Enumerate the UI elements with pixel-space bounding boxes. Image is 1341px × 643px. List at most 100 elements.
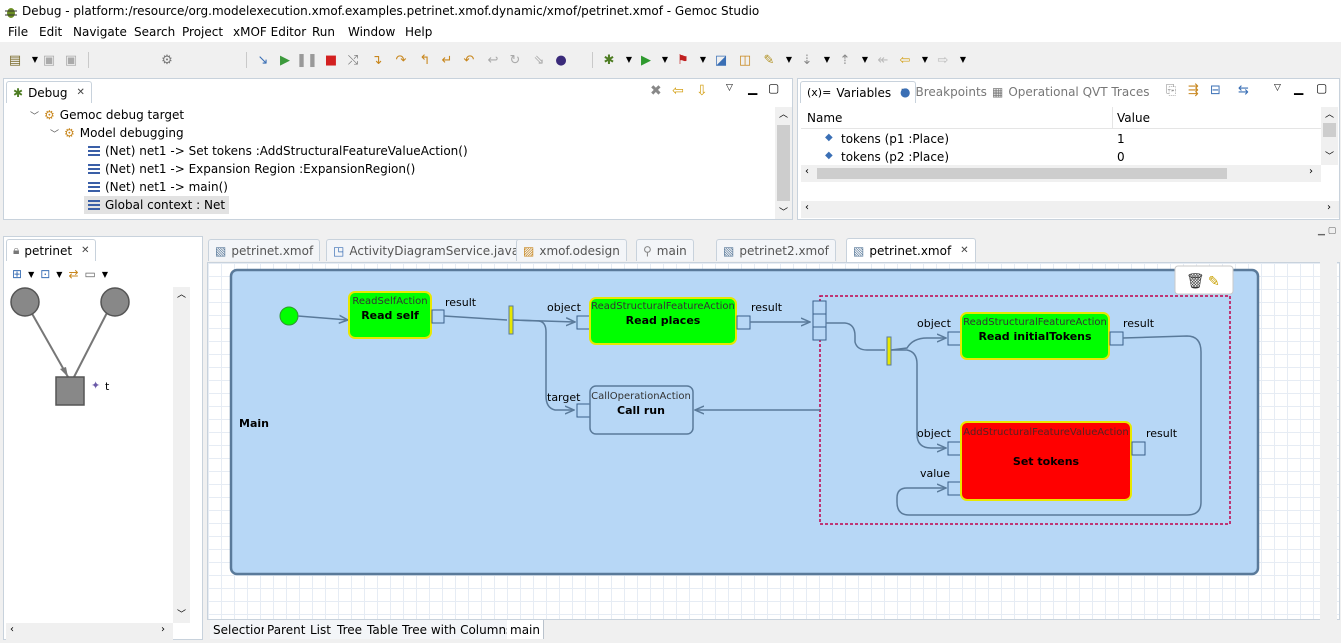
new-dropdown-icon[interactable]: ▼	[31, 55, 39, 64]
scroll-thumb[interactable]	[817, 168, 1227, 179]
search-icon[interactable]: ✎	[763, 52, 775, 68]
bottom-tab-parent[interactable]: Parent	[264, 620, 310, 639]
menu-edit[interactable]: Edit	[39, 25, 63, 39]
next-annotation-dropdown-icon[interactable]: ▼	[823, 55, 831, 64]
close-icon[interactable]: ✕	[900, 87, 909, 98]
show-type-names-icon[interactable]: ⎘	[1166, 83, 1177, 98]
menu-run[interactable]: Run	[312, 25, 336, 39]
step-return-icon[interactable]: ↰	[419, 52, 431, 68]
prev-annotation-icon[interactable]: ⇡	[839, 52, 851, 68]
place-p1[interactable]	[10, 287, 40, 317]
scroll-left-icon[interactable]: ‹	[805, 166, 809, 177]
external-tools-icon[interactable]: ⚑	[677, 52, 689, 68]
tab-debug[interactable]: ✱ Debug ✕	[6, 81, 92, 103]
scroll-left-icon[interactable]: ‹	[805, 202, 809, 213]
scroll-right-icon[interactable]: ›	[1327, 202, 1331, 213]
step-forward-icon[interactable]: ⇩	[696, 83, 708, 99]
open-type-icon[interactable]: ◫	[738, 52, 752, 68]
pin-result[interactable]	[736, 315, 751, 330]
chevron-down-icon[interactable]: ﹀	[50, 129, 60, 140]
close-icon[interactable]: ✕	[81, 245, 90, 256]
stack-frame-global-context[interactable]: Global context : Net	[84, 196, 230, 214]
select-icon[interactable]: ⊡	[40, 267, 51, 281]
step-back-over-icon[interactable]: ↶	[463, 52, 475, 68]
tab-petrinet-xmof-1[interactable]: ▧petrinet.xmof	[208, 239, 321, 261]
place-p2[interactable]	[100, 287, 130, 317]
chevron-down-icon[interactable]: ▼	[101, 269, 108, 279]
pin-object[interactable]	[576, 315, 591, 330]
forward-icon[interactable]: ⇨	[937, 52, 949, 68]
transition-t[interactable]	[55, 376, 85, 406]
minimize-icon[interactable]: ▁	[1294, 81, 1304, 95]
stack-frame-expansion-region[interactable]: (Net) net1 -> Expansion Region :Expansio…	[88, 160, 415, 178]
scroll-up-icon[interactable]: ︿	[177, 290, 187, 300]
petrinet-vscrollbar[interactable]: ︿ ﹀	[173, 287, 190, 623]
view-minimize-handle[interactable]: ▁ ▢	[1318, 226, 1337, 236]
menu-navigate[interactable]: Navigate	[73, 25, 127, 39]
variables-action-icon[interactable]: ⇆	[1238, 83, 1249, 98]
close-icon[interactable]: ✕	[960, 245, 969, 256]
prev-annotation-dropdown-icon[interactable]: ▼	[861, 55, 869, 64]
new-icon[interactable]: ▤	[8, 52, 22, 68]
debug-run-icon[interactable]: ✱	[603, 52, 615, 68]
remove-terminated-icon[interactable]: ✖	[650, 83, 662, 99]
use-step-filters-icon[interactable]: ↻	[509, 52, 521, 68]
back-icon[interactable]: ⇦	[899, 52, 911, 68]
variables-vertical-scrollbar[interactable]: ︿ ﹀	[1321, 107, 1338, 165]
step-back-icon[interactable]: ⇦	[672, 83, 684, 99]
tab-xmof-odesign[interactable]: ▨xmof.odesign	[516, 239, 627, 261]
collapse-all-icon[interactable]: ⊟	[1210, 83, 1221, 98]
pin-target[interactable]	[576, 403, 591, 418]
fork-node-2[interactable]	[886, 336, 892, 366]
step-over-icon[interactable]: ↷	[395, 52, 407, 68]
terminate-icon[interactable]: ■	[324, 52, 338, 68]
run-icon[interactable]: ▶	[641, 52, 651, 68]
variable-row-p1[interactable]: ◆ tokens (p1 :Place) 1	[825, 132, 1125, 146]
expansion-node-pin-1[interactable]	[812, 300, 827, 315]
tab-petrinet2-xmof[interactable]: ▧petrinet2.xmof	[716, 239, 836, 261]
refresh-icon[interactable]: ⇄	[68, 267, 79, 281]
petrinet-hscrollbar[interactable]: ‹ ›	[6, 623, 173, 640]
chevron-down-icon[interactable]: ﹀	[30, 111, 40, 122]
scroll-up-icon[interactable]: ︿	[1325, 110, 1335, 120]
close-icon[interactable]: ✕	[76, 87, 85, 98]
search-dropdown-icon[interactable]: ▼	[785, 55, 793, 64]
stack-frame-main[interactable]: (Net) net1 -> main()	[88, 178, 228, 196]
set-tokens-action[interactable]	[960, 421, 1132, 501]
diagram-vscrollbar[interactable]	[1320, 262, 1337, 620]
pin-result[interactable]	[1109, 331, 1124, 346]
variables-detail-hscrollbar[interactable]: ‹ ›	[801, 201, 1339, 218]
run-dropdown-icon[interactable]: ▼	[661, 55, 669, 64]
read-self-action[interactable]	[348, 291, 432, 339]
scroll-down-icon[interactable]: ﹀	[177, 610, 187, 620]
tab-main[interactable]: ⚲main	[636, 239, 694, 261]
menu-xmof-editor[interactable]: xMOF Editor	[233, 25, 307, 39]
bottom-tab-list[interactable]: List	[307, 620, 335, 639]
print-icon[interactable]: ⚙	[161, 52, 173, 68]
skip-breakpoints-icon[interactable]: ↘	[257, 52, 269, 68]
next-annotation-icon[interactable]: ⇣	[801, 52, 813, 68]
menu-search[interactable]: Search	[134, 25, 176, 39]
bottom-tab-tree-with-columns[interactable]: Tree with Columns	[399, 620, 517, 639]
tab-petrinet-xmof-active[interactable]: ▧petrinet.xmof ✕	[846, 238, 976, 262]
minimize-icon[interactable]: ▁	[748, 81, 758, 95]
bottom-tab-table[interactable]: Table	[364, 620, 403, 639]
save-icon[interactable]: ▣	[42, 52, 56, 68]
forward-dropdown-icon[interactable]: ▼	[959, 55, 967, 64]
bottom-tab-tree[interactable]: Tree	[334, 620, 367, 639]
scroll-thumb[interactable]	[1323, 123, 1336, 137]
pin-object[interactable]	[947, 441, 962, 456]
last-edit-icon[interactable]: ↞	[877, 52, 889, 68]
scroll-down-icon[interactable]: ﹀	[1325, 152, 1335, 162]
back-dropdown-icon[interactable]: ▼	[921, 55, 929, 64]
tab-petrinet[interactable]: 🔒︎ petrinet ✕	[6, 239, 97, 261]
show-logical-structure-icon[interactable]: ⇶	[1188, 83, 1199, 98]
pin-object[interactable]	[947, 331, 962, 346]
expansion-node-pin-2[interactable]	[812, 313, 827, 328]
menu-project[interactable]: Project	[182, 25, 224, 39]
scroll-thumb[interactable]	[777, 125, 790, 201]
tab-breakpoints[interactable]: ● Breakpoints	[900, 85, 987, 99]
save-all-icon[interactable]: ▣	[64, 52, 78, 68]
tree-model-debugging[interactable]: ﹀ ⚙ Model debugging	[50, 126, 184, 140]
bottom-tab-main[interactable]: main	[507, 620, 544, 639]
